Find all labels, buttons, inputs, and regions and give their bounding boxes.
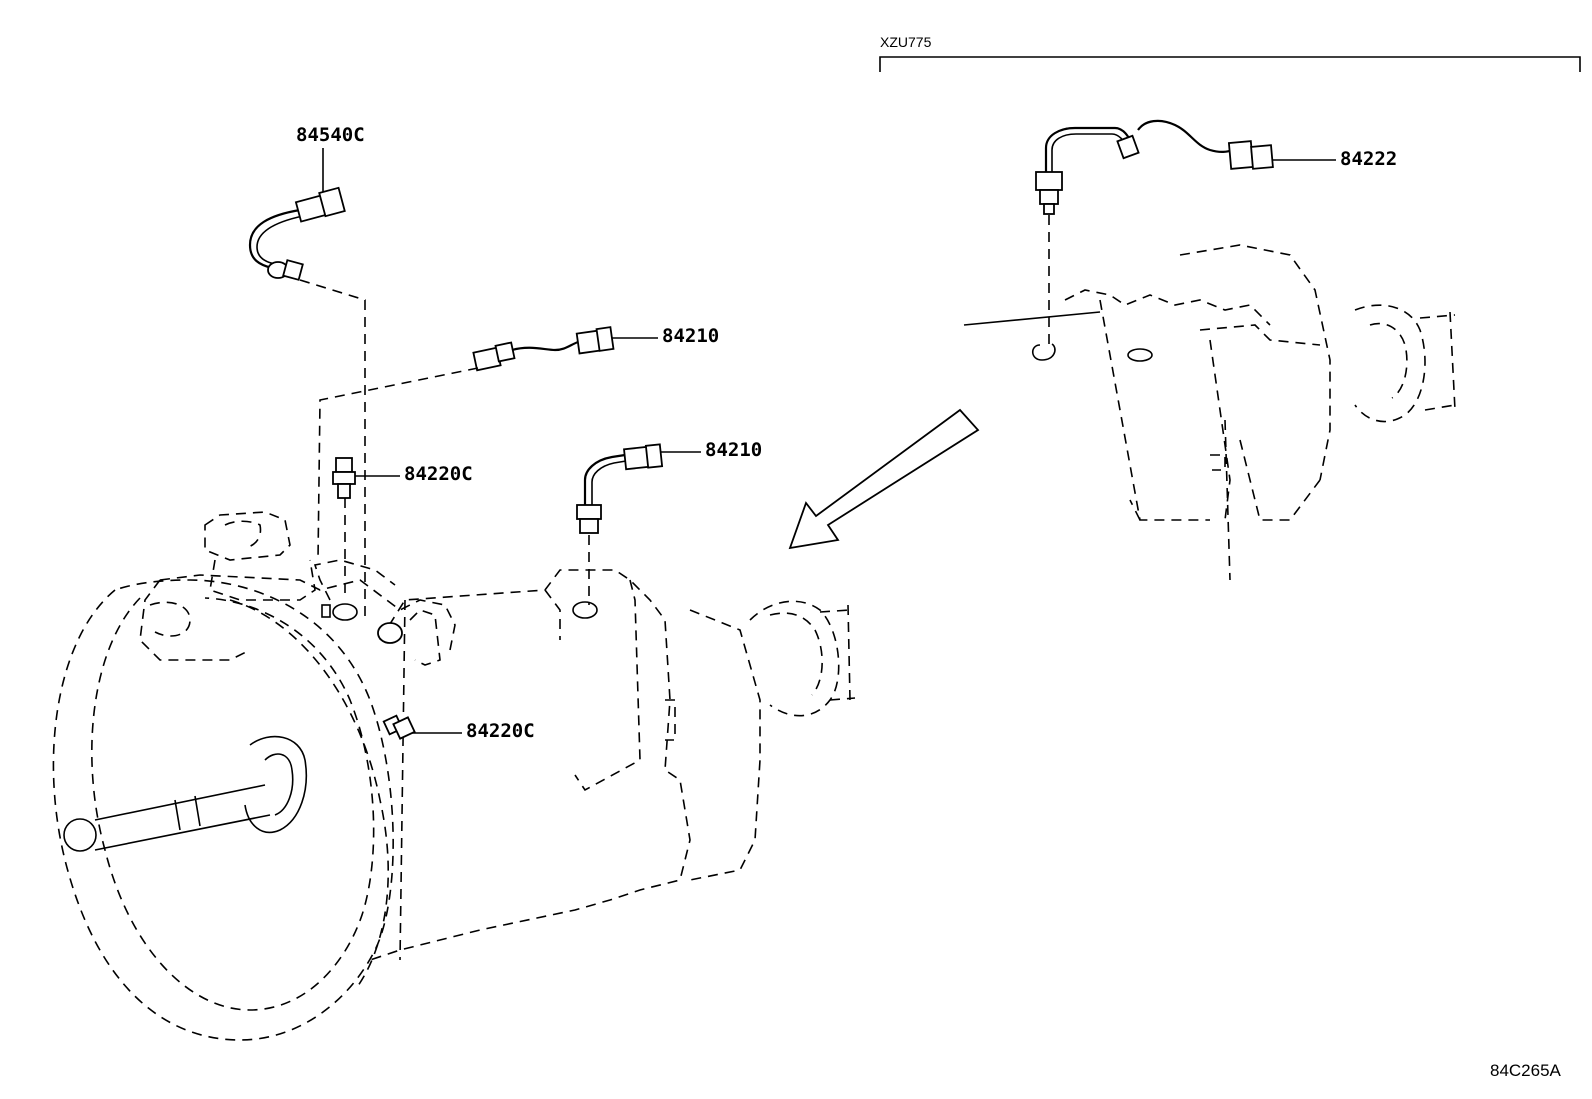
input-shaft: [63, 735, 308, 852]
detail-arrow: [788, 408, 980, 550]
transmission-main: [52, 511, 856, 1041]
part-label-84222: 84222: [1340, 148, 1397, 170]
switch-84220c-upper: [332, 457, 356, 600]
variant-code-label: XZU775: [880, 34, 932, 50]
part-label-84210-lower: 84210: [705, 439, 762, 461]
variant-bracket: XZU775: [879, 34, 1581, 72]
diagram-code-label: 84C265A: [1490, 1061, 1562, 1080]
part-label-84210-upper: 84210: [662, 325, 719, 347]
sensor-84540c: [248, 186, 366, 620]
sensor-84222: [1035, 119, 1274, 345]
part-label-84540c: 84540C: [296, 124, 365, 146]
transmission-detail: [963, 244, 1456, 581]
sensor-84210-upper: [317, 326, 615, 561]
sensor-84210-lower: [576, 443, 664, 605]
part-label-84220c-lower: 84220C: [466, 720, 535, 742]
part-label-84220c-upper: 84220C: [404, 463, 473, 485]
switch-84220c-lower: [382, 714, 416, 740]
